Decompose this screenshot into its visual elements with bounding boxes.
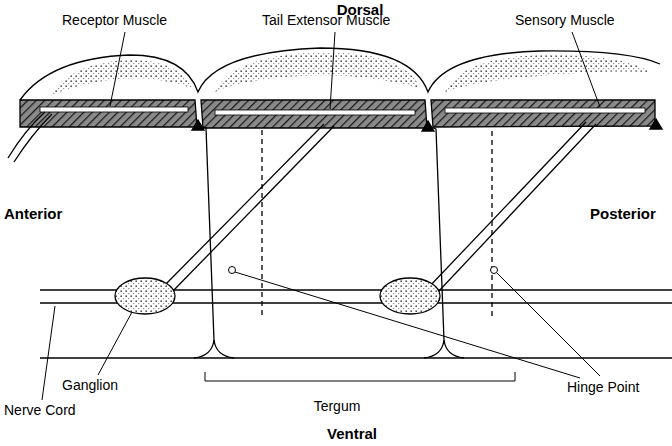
part-label: Sensory Muscle <box>515 12 615 28</box>
orientation-label: Ventral <box>327 426 377 442</box>
orientation-label: Posterior <box>590 206 656 222</box>
orientation-label: Anterior <box>4 206 62 222</box>
part-label: Ganglion <box>62 377 118 393</box>
part-label: Receptor Muscle <box>62 12 167 28</box>
tergum-outlines <box>194 127 492 358</box>
part-label: Nerve Cord <box>4 402 76 418</box>
part-label: Tail Extensor Muscle <box>262 12 390 28</box>
part-label: Tergum <box>314 398 361 414</box>
leader-lines <box>42 32 600 400</box>
nerve-cord <box>40 122 672 358</box>
part-label: Hinge Point <box>567 379 639 395</box>
